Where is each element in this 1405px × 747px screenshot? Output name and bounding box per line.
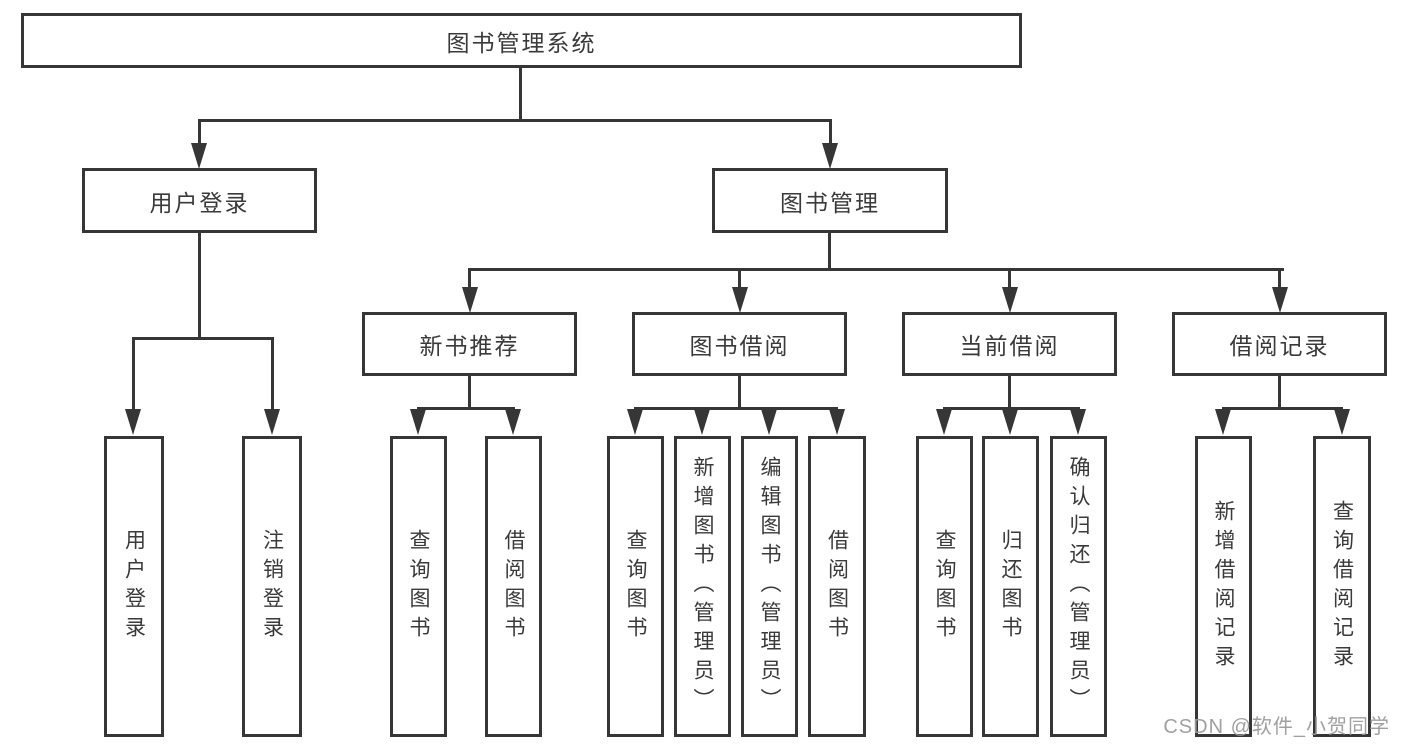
arrowhead-to-br-query-record: [1334, 409, 1350, 435]
leaf-cb-confirm-return-admin: 确认归还（管理员）: [1050, 436, 1107, 737]
connector-l2-drop-3: [1008, 268, 1011, 290]
node-current-borrow: 当前借阅: [902, 312, 1117, 376]
leaf-bb-query-book-label: 查询图书: [624, 528, 647, 645]
leaf-cb-confirm-return-admin-label: 确认归还（管理员）: [1067, 456, 1090, 717]
leaf-user-login: 用户登录: [104, 436, 164, 737]
connector-userlogin-drop-1: [132, 337, 135, 411]
leaf-user-login-label: 用户登录: [122, 528, 146, 645]
arrowhead-to-leaf-user-login: [125, 409, 141, 435]
arrowhead-to-user-login: [191, 143, 207, 169]
connector-l2-hline: [468, 268, 1284, 271]
connector-userlogin-stem: [198, 233, 201, 340]
leaf-cb-query-book-label: 查询图书: [933, 528, 956, 645]
connector-bb-stem: [738, 376, 741, 410]
arrowhead-to-bb-query-book: [627, 409, 643, 435]
connector-userlogin-hline: [132, 337, 274, 340]
node-book-management: 图书管理: [712, 168, 948, 233]
node-root: 图书管理系统: [21, 13, 1022, 68]
leaf-bb-borrow-book: 借阅图书: [808, 436, 866, 737]
arrowhead-to-book-borrow: [732, 287, 748, 313]
leaf-bb-add-book-admin-label: 新增图书（管理员）: [691, 456, 714, 717]
connector-l1-left-drop: [198, 119, 201, 145]
leaf-bb-add-book-admin: 新增图书（管理员）: [674, 436, 731, 737]
arrowhead-to-borrow-records: [1272, 287, 1288, 313]
connector-nb-stem: [468, 376, 471, 410]
arrowhead-to-current-borrow: [1002, 287, 1018, 313]
connector-l2-drop-2: [738, 268, 741, 290]
leaf-bb-edit-book-admin-label: 编辑图书（管理员）: [758, 456, 781, 717]
connector-cb-stem: [1008, 376, 1011, 410]
arrowhead-to-cb-return-book: [1002, 409, 1018, 435]
connector-l1-right-drop: [829, 119, 832, 145]
arrowhead-to-cb-query-book: [936, 409, 952, 435]
arrowhead-to-bb-borrow-book: [829, 409, 845, 435]
leaf-bb-edit-book-admin: 编辑图书（管理员）: [741, 436, 798, 737]
arrowhead-to-new-book-recommend: [462, 287, 478, 313]
arrowhead-to-br-add-record: [1215, 409, 1231, 435]
leaf-br-add-record-label: 新增借阅记录: [1212, 499, 1235, 674]
leaf-bb-query-book: 查询图书: [607, 436, 664, 737]
leaf-nb-query-book: 查询图书: [390, 436, 447, 737]
csdn-watermark: CSDN @软件_小贺同学: [1163, 716, 1390, 738]
leaf-nb-borrow-book-label: 借阅图书: [502, 528, 525, 645]
arrowhead-to-cb-confirm-return: [1070, 409, 1086, 435]
node-borrow-records: 借阅记录: [1172, 312, 1387, 376]
connector-br-stem: [1278, 376, 1281, 410]
connector-bookmgmt-stem: [828, 233, 831, 271]
leaf-br-add-record: 新增借阅记录: [1195, 436, 1252, 737]
leaf-cb-query-book: 查询图书: [916, 436, 973, 737]
leaf-br-query-record-label: 查询借阅记录: [1330, 499, 1354, 674]
leaf-cb-return-book: 归还图书: [982, 436, 1039, 737]
arrowhead-to-book-management: [822, 143, 838, 169]
connector-bb-hline: [634, 407, 838, 410]
connector-l2-drop-4: [1278, 268, 1281, 290]
connector-l2-drop-1: [468, 268, 471, 290]
connector-l1-hline: [198, 119, 832, 122]
leaf-bb-borrow-book-label: 借阅图书: [825, 528, 849, 645]
node-book-borrow: 图书借阅: [632, 312, 847, 376]
arrowhead-to-nb-query-book: [410, 409, 426, 435]
node-user-login: 用户登录: [82, 168, 317, 233]
arrowhead-to-leaf-logout: [264, 409, 280, 435]
connector-root-stem: [519, 68, 522, 122]
leaf-cb-return-book-label: 归还图书: [999, 528, 1022, 645]
node-new-book-recommend: 新书推荐: [362, 312, 577, 376]
leaf-br-query-record: 查询借阅记录: [1313, 436, 1371, 737]
leaf-nb-query-book-label: 查询图书: [407, 528, 430, 645]
arrowhead-to-nb-borrow-book: [505, 409, 521, 435]
leaf-logout: 注销登录: [242, 436, 302, 737]
connector-userlogin-drop-2: [271, 337, 274, 411]
arrowhead-to-bb-add-book: [694, 409, 710, 435]
connector-br-hline: [1222, 407, 1343, 410]
connector-cb-hline: [943, 407, 1080, 410]
arrowhead-to-bb-edit-book: [761, 409, 777, 435]
leaf-nb-borrow-book: 借阅图书: [485, 436, 542, 737]
connector-nb-hline: [417, 407, 515, 410]
leaf-logout-label: 注销登录: [260, 528, 284, 645]
